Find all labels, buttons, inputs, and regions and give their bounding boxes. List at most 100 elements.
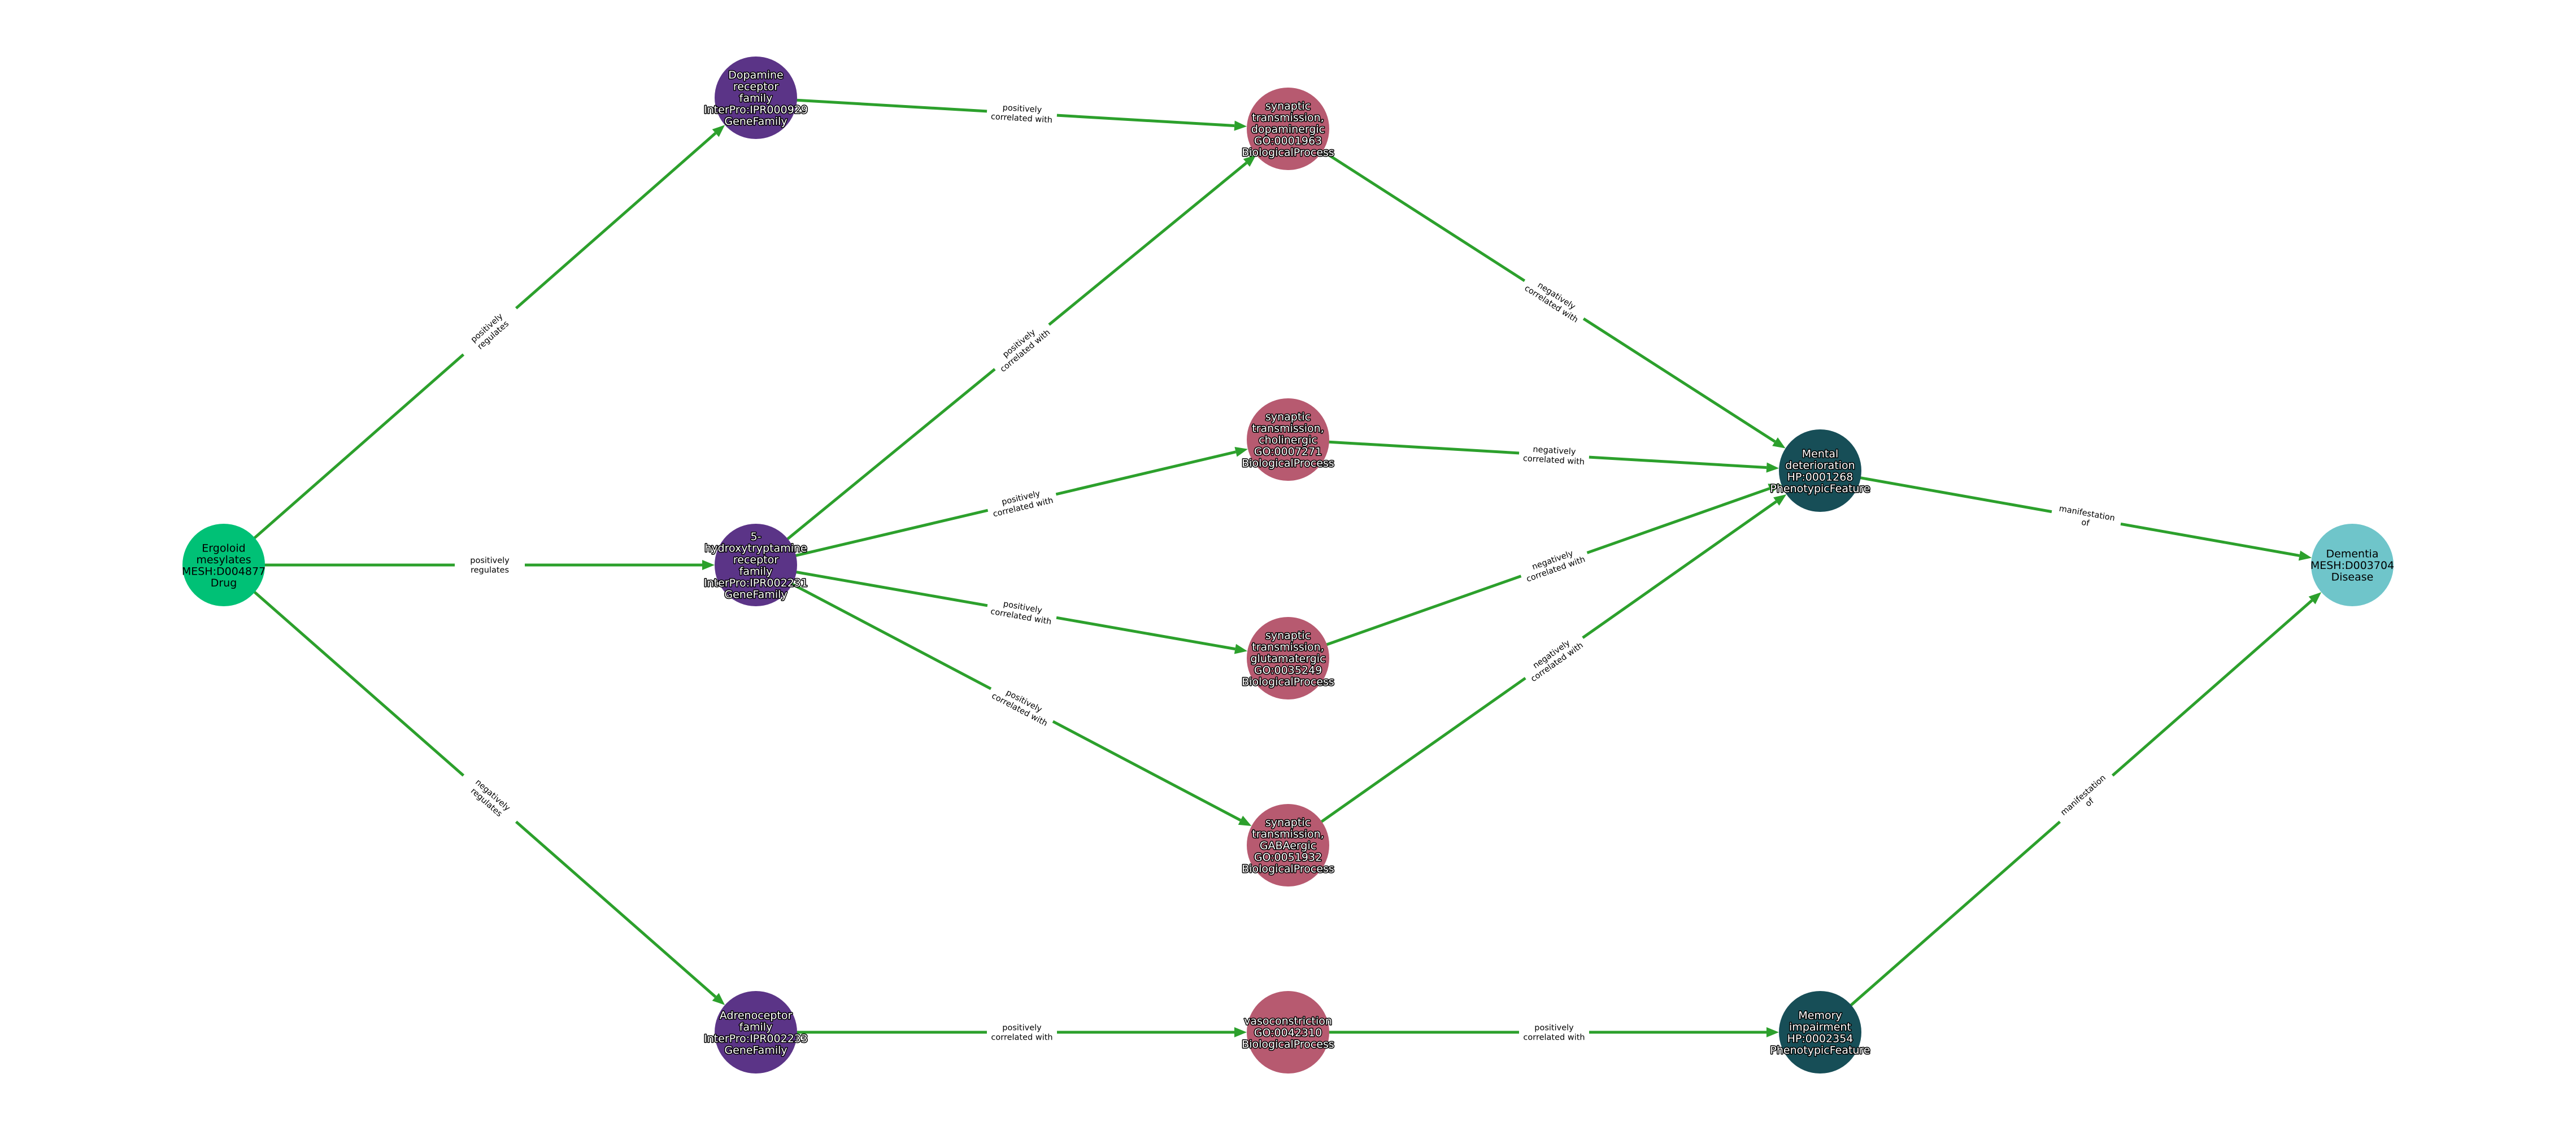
arrowhead-icon (1772, 437, 1786, 449)
node-label-line: MESH:D003704 (2310, 559, 2394, 572)
node-circle[interactable] (715, 991, 797, 1074)
edge-label-line: regulates (471, 566, 509, 575)
node-circle[interactable] (2311, 524, 2394, 606)
node-label-line: BiologicalProcess (1242, 863, 1334, 875)
node-label-line: vasoconstriction (1244, 1015, 1332, 1028)
arrowhead-icon (1234, 120, 1247, 131)
node-label-line: synaptic (1265, 816, 1311, 829)
node-label-line: Mental (1802, 447, 1839, 460)
arrowhead-icon (2298, 550, 2312, 561)
arrowhead-icon (1234, 447, 1248, 457)
node-syn_chol[interactable]: synaptictransmission,cholinergicGO:00072… (1241, 398, 1335, 481)
edge-label-line: of (2081, 518, 2090, 528)
node-ht_family[interactable]: 5-hydroxytryptaminereceptorfamilyInterPr… (703, 524, 808, 606)
node-mental[interactable]: MentaldeteriorationHP:0001268PhenotypicF… (1769, 429, 1871, 512)
node-circle[interactable] (1779, 991, 1861, 1074)
node-label-line: 5- (751, 531, 762, 543)
node-circle[interactable] (1779, 429, 1861, 512)
arrowhead-icon (1766, 462, 1779, 473)
arrowhead-icon (1238, 815, 1252, 826)
edge-label-background (985, 679, 1059, 732)
node-label-line: BiologicalProcess (1242, 146, 1334, 159)
node-label-line: HP:0001268 (1787, 471, 1853, 483)
edge-label-background (985, 483, 1059, 521)
node-vaso[interactable]: vasoconstrictionGO:0042310BiologicalProc… (1241, 991, 1335, 1074)
node-circle[interactable] (715, 524, 797, 606)
edge-label-background (1517, 542, 1591, 587)
node-label-line: transmission, (1252, 641, 1324, 654)
node-label-line: GeneFamily (724, 588, 787, 601)
arrowhead-icon (1234, 644, 1248, 654)
node-circle[interactable] (1247, 804, 1329, 886)
node-adreno_family[interactable]: AdrenoceptorfamilyInterPro:IPR002233Gene… (703, 991, 808, 1074)
node-label-line: BiologicalProcess (1242, 676, 1334, 688)
node-label-line: GeneFamily (724, 115, 787, 128)
node-label-line: impairment (1789, 1021, 1851, 1033)
node-label-line: family (739, 565, 773, 577)
node-label-line: MESH:D004877 (182, 565, 266, 577)
node-circle[interactable] (182, 524, 265, 606)
node-label-line: InterPro:IPR002233 (704, 1032, 808, 1045)
node-label-line: GO:0007271 (1254, 446, 1322, 458)
node-label-line: Ergoloid (202, 542, 245, 554)
node-label-line: HP:0002354 (1787, 1032, 1853, 1045)
arrowhead-icon (1243, 155, 1256, 167)
node-label-line: GO:0042310 (1254, 1027, 1322, 1039)
node-circle[interactable] (1247, 991, 1329, 1074)
node-label-line: receptor (733, 81, 778, 93)
arrowhead-icon (1234, 1027, 1247, 1037)
edge-label-background (455, 554, 525, 576)
node-label-line: synaptic (1265, 629, 1311, 642)
arrowhead-icon (1766, 1027, 1779, 1037)
node-syn_gaba[interactable]: synaptictransmission,GABAergicGO:0051932… (1241, 804, 1335, 886)
node-syn_glut[interactable]: synaptictransmission,glutamatergicGO:003… (1241, 617, 1335, 699)
node-label-line: transmission, (1252, 423, 1324, 435)
node-label-line: InterPro:IPR002231 (704, 577, 808, 589)
node-circle[interactable] (715, 56, 797, 139)
arrowhead-icon (702, 560, 715, 570)
node-circle[interactable] (1247, 398, 1329, 481)
edge-label-background (1518, 628, 1590, 688)
node-label-line: GO:0035249 (1254, 664, 1322, 677)
node-label-line: InterPro:IPR000929 (704, 104, 808, 116)
node-label-line: transmission, (1252, 112, 1324, 124)
node-label-line: PhenotypicFeature (1770, 483, 1870, 495)
node-label-line: hydroxytryptamine (704, 542, 807, 554)
arrowhead-icon (1768, 484, 1782, 494)
node-label-line: cholinergic (1259, 434, 1317, 446)
node-label-line: GO:0051932 (1254, 851, 1322, 864)
node-dopamine_family[interactable]: DopaminereceptorfamilyInterPro:IPR000929… (703, 56, 808, 139)
node-label-line: GABAergic (1260, 840, 1316, 852)
edge-label-background (987, 1021, 1057, 1044)
node-label-line: Dopamine (728, 69, 783, 81)
node-syn_dopa[interactable]: synaptictransmission,dopaminergicGO:0001… (1241, 88, 1335, 170)
node-label-line: Adrenoceptor (720, 1009, 793, 1022)
edge-label-background (987, 316, 1056, 378)
node-circle[interactable] (1247, 617, 1329, 699)
node-memory[interactable]: MemoryimpairmentHP:0002354PhenotypicFeat… (1769, 991, 1871, 1074)
edges-layer (223, 96, 2322, 1037)
edge-label-background (986, 99, 1058, 127)
edge-label-line: positively (1002, 1024, 1042, 1033)
node-label-line: deterioration (1785, 459, 1855, 472)
edge-label-background (1519, 1021, 1589, 1044)
node-circle[interactable] (1247, 88, 1329, 170)
node-label-line: BiologicalProcess (1242, 1038, 1334, 1051)
edge-label-line: correlated with (1523, 1033, 1585, 1042)
edge-label-line: positively (470, 557, 510, 566)
node-label-line: Drug (211, 577, 237, 589)
